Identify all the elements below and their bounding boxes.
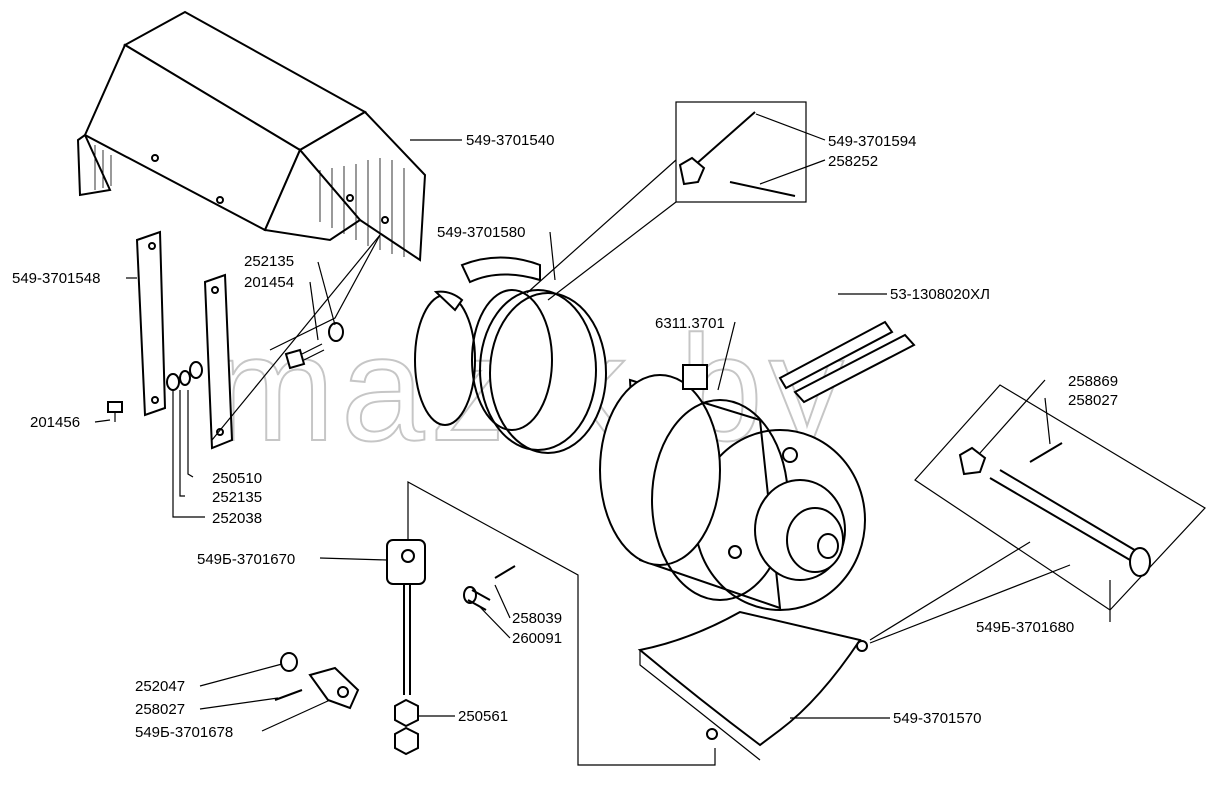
label-549b-3701680: 549Б-3701680 [976, 619, 1074, 636]
label-252038: 252038 [212, 510, 262, 527]
bolt-201456 [107, 401, 123, 422]
label-258039: 258039 [512, 610, 562, 627]
label-549-3701580: 549-3701580 [437, 224, 525, 241]
bolt-201454 [284, 322, 344, 370]
tension-bolt-inset [914, 384, 1206, 611]
label-252135-top: 252135 [244, 253, 294, 270]
cradle-part [637, 541, 1071, 761]
label-201456: 201456 [30, 414, 80, 431]
bracket-right-part [203, 273, 234, 450]
bracket-left-part [135, 230, 167, 417]
label-258252: 258252 [828, 153, 878, 170]
label-6311-3701: 6311.3701 [655, 315, 725, 332]
label-250561: 250561 [458, 708, 508, 725]
leader-lines [94, 113, 1111, 732]
label-201454: 201454 [244, 274, 294, 291]
label-252047: 252047 [135, 678, 185, 695]
fork-549b-3701678 [274, 652, 360, 710]
label-549-3701540: 549-3701540 [466, 132, 554, 149]
label-549b-3701678: 549Б-3701678 [135, 724, 233, 741]
label-53-1308020: 53-1308020ХЛ [890, 286, 990, 303]
top-cover-part [76, 10, 427, 262]
label-258027-left: 258027 [135, 701, 185, 718]
label-258027-right: 258027 [1068, 392, 1118, 409]
cover-hatching [94, 145, 405, 257]
strap-set-part [414, 256, 607, 454]
label-258869: 258869 [1068, 373, 1118, 390]
bolt-inset-box [526, 101, 807, 301]
label-250510: 250510 [212, 470, 262, 487]
generator-part [599, 364, 866, 611]
nuts-250561 [394, 698, 419, 756]
label-549b-3701670: 549Б-3701670 [197, 551, 295, 568]
label-260091: 260091 [512, 630, 562, 647]
washers-250510-252135-252038 [166, 361, 203, 391]
adjusting-rod-part [386, 480, 716, 766]
label-252135-bottom: 252135 [212, 489, 262, 506]
pin-260091 [463, 565, 516, 611]
label-549-3701570: 549-3701570 [893, 710, 981, 727]
label-549-3701594: 549-3701594 [828, 133, 916, 150]
belt-part [778, 320, 916, 404]
label-549-3701548: 549-3701548 [12, 270, 100, 287]
